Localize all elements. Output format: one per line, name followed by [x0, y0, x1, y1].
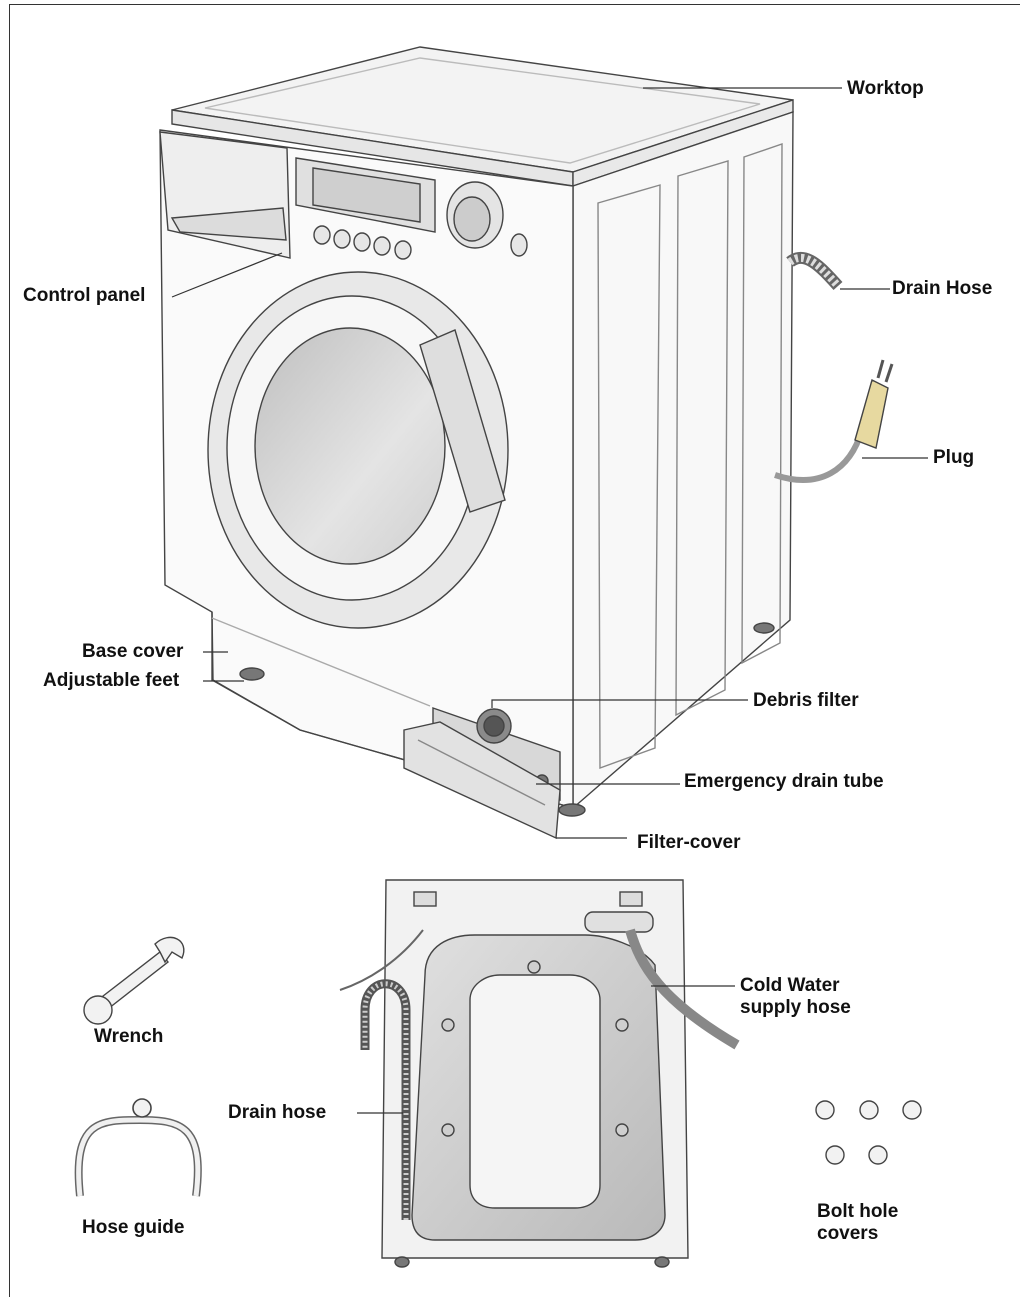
label-debris-filter: Debris filter: [753, 690, 859, 711]
power-plug: [854, 378, 889, 449]
label-base-cover: Base cover: [82, 641, 184, 662]
door-glass: [254, 327, 446, 565]
label-hose-guide: Hose guide: [82, 1217, 185, 1238]
cold-water-hose: [625, 928, 740, 1050]
label-wrench: Wrench: [94, 1026, 164, 1047]
drain-hose-back: [360, 979, 411, 1220]
diagram-frame: [9, 4, 1020, 1297]
label-adjustable-feet: Adjustable feet: [43, 670, 180, 691]
bolt-hole-covers-icon: [815, 1100, 922, 1165]
foot-right: [558, 803, 586, 817]
label-bolt-hole-covers: Bolt hole covers: [817, 1201, 899, 1244]
label-control-panel: Control panel: [23, 285, 146, 306]
bolt-hole: [615, 1123, 629, 1137]
label-drain-hose-top: Drain Hose: [892, 278, 993, 299]
hose-guide-icon: [74, 1098, 202, 1197]
bolt-hole: [615, 1018, 629, 1032]
label-worktop: Worktop: [847, 78, 924, 99]
label-drain-hose-bottom: Drain hose: [228, 1102, 327, 1123]
filter-cover-piece: [403, 721, 561, 840]
leader-lines: [171, 87, 928, 1114]
washing-machine-back: [339, 879, 740, 1268]
power-cord: [774, 429, 865, 483]
washing-machine-front: [159, 46, 894, 840]
bolt-hole: [441, 1123, 455, 1137]
label-cold-water-supply-hose: Cold Water supply hose: [740, 975, 851, 1018]
wrench-icon: [83, 936, 185, 1025]
foot-left: [239, 667, 265, 681]
label-emergency-drain-tube: Emergency drain tube: [684, 771, 884, 792]
bolt-hole: [527, 960, 541, 974]
label-filter-cover: Filter-cover: [637, 832, 741, 853]
label-plug: Plug: [933, 447, 975, 468]
bolt-hole: [441, 1018, 455, 1032]
